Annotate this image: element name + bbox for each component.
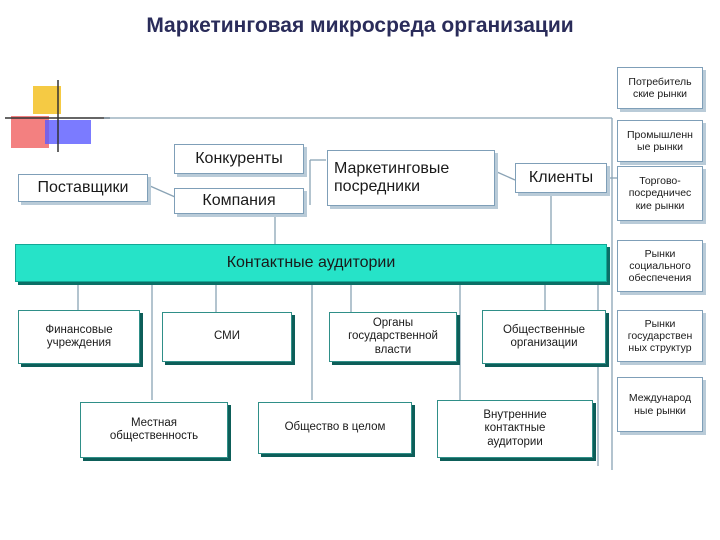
- page-title: Маркетинговая микросреда организации: [146, 14, 574, 37]
- box-media: СМИ: [162, 312, 292, 362]
- box-company: Компания: [174, 188, 304, 214]
- box-internal-audiences: Внутренние контактные аудитории: [437, 400, 593, 458]
- box-clients: Клиенты: [515, 163, 607, 193]
- box-general-public: Общество в целом: [258, 402, 412, 454]
- box-government-bodies: Органы государственной власти: [329, 312, 457, 362]
- box-public-organizations: Общественные организации: [482, 310, 606, 364]
- box-intermediaries: Маркетинговые посредники: [327, 150, 495, 206]
- box-suppliers: Поставщики: [18, 174, 148, 202]
- market-international: Международ ные рынки: [617, 377, 703, 432]
- market-social: Рынки социального обеспечения: [617, 240, 703, 292]
- box-local-community: Местная общественность: [80, 402, 228, 458]
- market-consumer: Потребитель ские рынки: [617, 67, 703, 109]
- box-contact-audiences: Контактные аудитории: [15, 244, 607, 282]
- market-reseller: Торгово-посредничес кие рынки: [617, 166, 703, 221]
- market-industrial: Промышленн ые рынки: [617, 120, 703, 162]
- market-government: Рынки государствен ных структур: [617, 310, 703, 362]
- box-financial-institutions: Финансовые учреждения: [18, 310, 140, 364]
- box-competitors: Конкуренты: [174, 144, 304, 174]
